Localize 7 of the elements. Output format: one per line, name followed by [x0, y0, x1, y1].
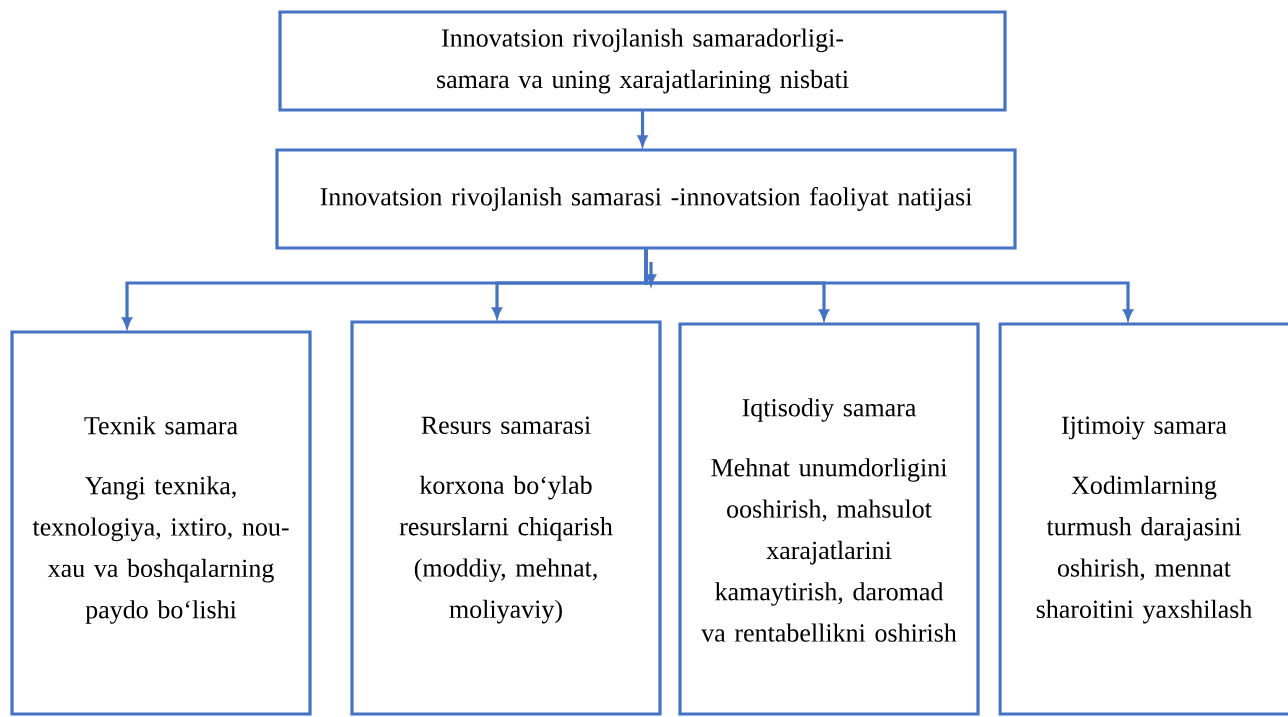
header-box: Innovatsion rivojlanish samarasi -innovatsion faoliyat natijasi [275, 148, 1017, 250]
arrow [644, 248, 1133, 320]
category-box: Ijtimoiy samara Xodimlarning turmush darajasini oshirish, mennat sharoitini yaxshilash [998, 322, 1288, 716]
category-box: Iqtisodiy samara Mehnat unumdorligini ooshirish, mahsulot xarajatlarini kamaytirish, daromad va rentabellikni oshirish [678, 322, 980, 716]
header-box: Innovatsion rivojlanish samaradorligi-samara va uning xarajatlarining nisbati [278, 10, 1007, 112]
category-box: Texnik samara Yangi texnika, texnologiya, ixtiro, nou-xau va boshqalarning paydo bo‘lishi [10, 330, 312, 716]
category-box: Resurs samarasi korxona bo‘ylab resurslarni chiqarish (moddiy, mehnat, moliyaviy) [350, 320, 662, 716]
